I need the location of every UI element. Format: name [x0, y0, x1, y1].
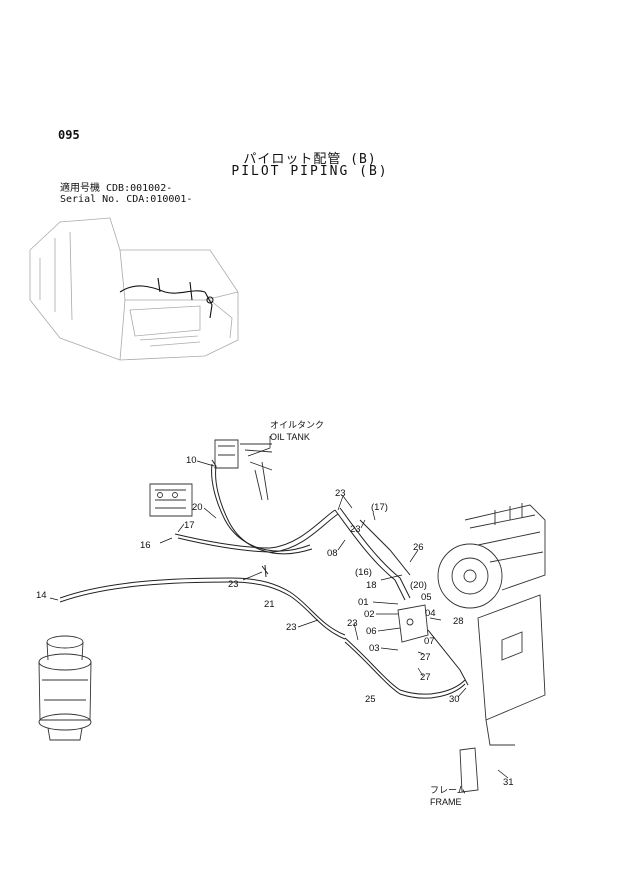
- frame-label-en: FRAME: [430, 797, 462, 807]
- serial-en: Serial No. CDA:010001-: [60, 194, 193, 205]
- serial-jp: 適用号機 CDB:001002-: [60, 183, 173, 194]
- callout-16: 16: [140, 540, 151, 551]
- callout-23-d: 23: [335, 488, 346, 499]
- callout-14: 14: [36, 590, 47, 601]
- pilot-manifold: [397, 604, 429, 643]
- callout-21: 21: [264, 599, 275, 610]
- callout-10: 10: [186, 455, 197, 466]
- serial-block: 適用号機 CDB:001002- Serial No. CDA:010001-: [60, 183, 192, 205]
- hydraulic-pump: [437, 503, 546, 609]
- overview-pilot-line: [119, 277, 214, 319]
- callout-20: 20: [192, 502, 203, 513]
- callout-23-a: 23: [228, 579, 239, 590]
- callout-06: 06: [366, 626, 377, 637]
- title-english: PILOT PIPING (B): [231, 164, 389, 179]
- oil-tank-fitting: [214, 439, 273, 501]
- callout-17: 17: [184, 520, 195, 531]
- excavator-overview-sketch: [29, 217, 239, 361]
- callout-28: 28: [453, 616, 464, 627]
- leader-lines: [49, 436, 509, 779]
- callout-18: 18: [366, 580, 377, 591]
- callout-17-ref: (17): [371, 502, 388, 513]
- callout-23-b: 23: [286, 622, 297, 633]
- callout-16-ref: (16): [355, 567, 372, 578]
- callout-03: 03: [369, 643, 380, 654]
- callout-08: 08: [327, 548, 338, 559]
- part-callouts: 10 20 17 16 14 23 21 23 23 25 23 (17) 23…: [36, 455, 514, 788]
- pilot-hoses: [59, 459, 469, 699]
- callout-31: 31: [503, 777, 514, 788]
- callout-23-e: 23: [350, 524, 361, 535]
- title-japanese: パイロット配管 (B): [243, 152, 377, 167]
- callout-30: 30: [449, 694, 460, 705]
- callout-07: 07: [424, 636, 435, 647]
- callout-04: 04: [425, 608, 436, 619]
- callout-05: 05: [421, 592, 432, 603]
- callout-01: 01: [358, 597, 369, 608]
- swing-motor: [38, 635, 92, 741]
- page-number: 095: [58, 128, 80, 142]
- frame-plate: [459, 594, 546, 793]
- callout-25: 25: [365, 694, 376, 705]
- callout-02: 02: [364, 609, 375, 620]
- oil-tank-label-en: OIL TANK: [270, 432, 310, 442]
- oil-tank-label-jp: オイルタンク: [270, 420, 324, 430]
- frame-label-jp: フレーム: [430, 785, 466, 795]
- callout-26: 26: [413, 542, 424, 553]
- control-valve-block: [149, 483, 193, 517]
- callout-27-b: 27: [420, 672, 431, 683]
- callout-27-a: 27: [420, 652, 431, 663]
- callout-20-ref: (20): [410, 580, 427, 591]
- callout-23-c: 23: [347, 618, 358, 629]
